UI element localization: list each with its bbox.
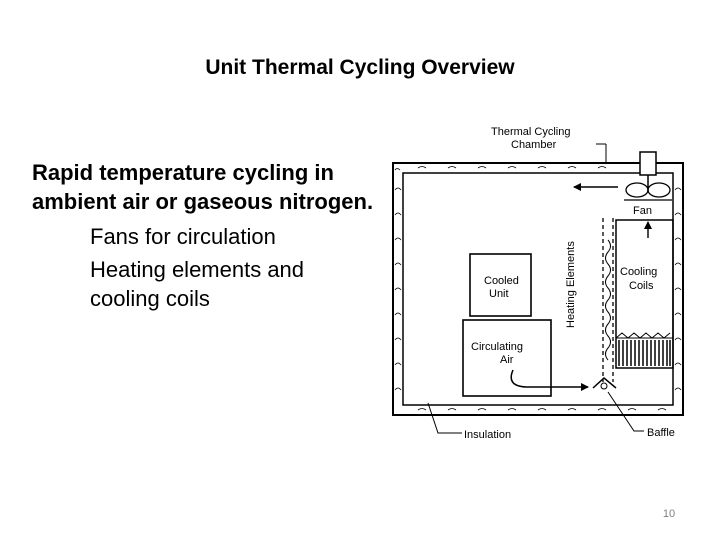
label-cooled-unit-line1: Cooled (484, 275, 519, 287)
label-baffle: Baffle (647, 427, 675, 439)
page-number: 10 (662, 508, 676, 520)
baffle-pointer (607, 391, 644, 432)
air-flow-bottom-arrow (510, 369, 589, 391)
main-point: Rapid temperature cycling in ambient air… (32, 160, 374, 214)
insulation-pointer (427, 402, 462, 434)
bullet-fans: Fans for circulation (90, 224, 276, 249)
cooling-coils-icon (615, 219, 674, 369)
heating-elements (602, 218, 614, 382)
baffle-icon (592, 377, 617, 390)
slide-title: Unit Thermal Cycling Overview (205, 56, 515, 79)
label-cooling-coils-line2: Coils (629, 280, 654, 292)
chamber-walls (392, 162, 684, 416)
label-circulating-air-line2: Air (500, 354, 514, 366)
label-insulation: Insulation (464, 429, 511, 441)
label-heating-elements: Heating Elements (565, 241, 577, 328)
label-fan: Fan (633, 205, 652, 217)
cooled-unit-box (469, 253, 532, 317)
label-chamber-line2: Chamber (511, 139, 557, 151)
fan-icon (624, 151, 672, 201)
label-cooling-coils-line1: Cooling (620, 266, 657, 278)
slide-body: Rapid temperature cycling in ambient air… (32, 158, 377, 313)
bullet-heating-cooling: Heating elements and cooling coils (90, 257, 305, 311)
label-cooled-unit-line2: Unit (489, 288, 509, 300)
label-chamber-line1: Thermal Cycling (491, 126, 570, 138)
thermal-cycling-chamber-diagram: Fan Thermal Cycling Chamber Heating Elem… (392, 126, 684, 441)
label-circulating-air-line1: Circulating (471, 341, 523, 353)
circulating-air-box (462, 319, 552, 397)
